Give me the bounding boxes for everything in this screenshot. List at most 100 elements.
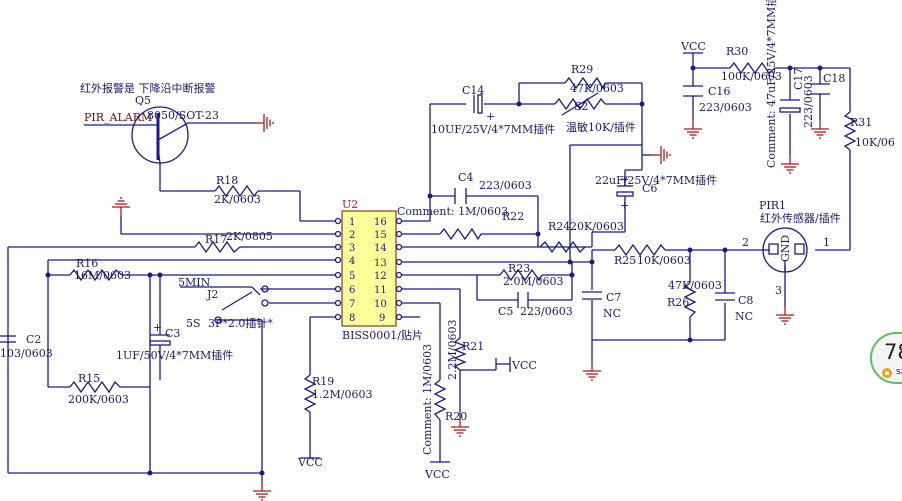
u2-pin-9: 9 xyxy=(379,313,385,324)
u2-right-pins: 16 15 14 13 12 11 10 9 xyxy=(374,217,403,324)
u2-pin-2: 2 xyxy=(349,230,355,241)
u2-pin-3: 3 xyxy=(349,243,355,254)
r20-body xyxy=(433,379,447,421)
c16-value: 223/0603 xyxy=(699,101,752,114)
r30-body xyxy=(729,61,776,75)
c17-ref: C17 xyxy=(792,68,805,90)
pir1-pin1: 1 xyxy=(823,236,830,249)
c6-plus-top: + xyxy=(620,173,629,186)
c5-ref: C5 xyxy=(498,305,513,318)
c18-value: 223/0603 xyxy=(802,75,815,128)
q5-transistor: 红外报警是 下降沿中断报警 PIR_ALARM Q5 8050/SOT-23 xyxy=(80,81,219,164)
r16-ref: R16 xyxy=(76,257,98,270)
c4-value: 223/0603 xyxy=(479,179,532,192)
wires xyxy=(7,53,851,482)
q5-value: 8050/SOT-23 xyxy=(147,109,219,122)
u2-pin-1: 1 xyxy=(349,217,355,228)
badge-value: 78 xyxy=(884,340,902,364)
r18-value: 2K/0603 xyxy=(214,193,261,206)
j2-value: 3P*2.0插针* xyxy=(208,316,273,330)
u2-value: BISS0001/贴片 xyxy=(342,328,423,342)
r18-body xyxy=(214,184,259,198)
r16-body xyxy=(69,268,123,282)
c4-ref: C4 xyxy=(458,171,473,184)
j2-label-5s: 5S xyxy=(186,317,201,330)
r20-comment: Comment: 1M/0603 xyxy=(421,344,434,455)
pir1-sensor: PIR1 红外传感器/插件 2 1 3 GND xyxy=(742,199,841,297)
pir1-gnd: GND xyxy=(779,235,792,262)
u2-pin-6: 6 xyxy=(349,285,355,296)
capacitors: C2 103/0603 + C3 1UF/50V/4*7MM插件 C4 223/… xyxy=(0,0,845,362)
r25-body xyxy=(614,243,666,257)
c7-value: NC xyxy=(603,307,621,320)
badge-sub: sz xyxy=(896,367,902,377)
pir1-ref: PIR1 xyxy=(759,199,786,212)
u2-pin-5: 5 xyxy=(349,271,355,282)
u2-chip: U2 BISS0001/贴片 1 2 3 4 5 6 7 8 xyxy=(334,198,423,342)
j2-ref: J2 xyxy=(206,288,218,301)
c14-plus: + xyxy=(486,110,495,123)
c16-ref: C16 xyxy=(708,85,730,98)
u2-pin-10: 10 xyxy=(374,299,387,310)
vcc-r21: VCC xyxy=(511,359,537,372)
q5-ref: Q5 xyxy=(135,94,151,107)
r17-value: 2K/0805 xyxy=(226,230,273,243)
r31-value: 10K/06 xyxy=(855,136,895,149)
r26-value: 47K/0603 xyxy=(668,279,722,292)
r16-value: 16M/0603 xyxy=(74,269,131,282)
r24-ref: R24 xyxy=(548,220,570,233)
r23-ref: R23 xyxy=(508,262,530,275)
c8-ref: C8 xyxy=(738,294,753,307)
r17-body xyxy=(194,240,241,254)
r21-ref: R21 xyxy=(462,340,484,353)
r26-ref: R26 xyxy=(667,296,689,309)
c6-ref: C6 xyxy=(642,182,657,195)
r18-ref: R18 xyxy=(216,174,238,187)
r22-comment: Comment: 1M/0603 xyxy=(397,205,508,218)
c14-ref: C14 xyxy=(462,84,484,97)
u2-pin-14: 14 xyxy=(374,243,387,254)
junction-dots xyxy=(45,65,823,476)
r29-ref: R29 xyxy=(571,63,593,76)
s2-value: 温敏10K/插件 xyxy=(566,120,636,134)
r17-ref: R17 xyxy=(205,233,227,246)
r15-value: 200K/0603 xyxy=(68,393,129,406)
r24-body xyxy=(539,240,586,254)
r21-value: 2.2M/0603 xyxy=(446,320,459,380)
c2-value: 103/0603 xyxy=(0,347,53,360)
r30-value: 100K/0603 xyxy=(721,70,782,83)
r23-body xyxy=(499,268,543,282)
j2-jumper: 5MIN J2 5S 3P*2.0插针* xyxy=(178,276,273,330)
r30-ref: R30 xyxy=(726,45,748,58)
c6-plus-bottom: + xyxy=(620,199,629,212)
c18-ref: C18 xyxy=(823,72,845,85)
s2-thermistor: S2 温敏10K/插件 xyxy=(554,92,636,134)
r22-body xyxy=(439,227,482,241)
c17-comment: Comment: 47uF/25V/4*7MM插件 xyxy=(764,0,778,168)
r19-body xyxy=(303,374,317,413)
vcc-r19: VCC xyxy=(297,456,323,469)
r19-ref: R19 xyxy=(312,375,334,388)
u2-pin-4: 4 xyxy=(349,256,355,267)
pir1-value: 红外传感器/插件 xyxy=(760,211,841,225)
vcc-r20: VCC xyxy=(424,468,450,481)
r29-body xyxy=(564,76,606,90)
u2-pin-13: 13 xyxy=(374,258,387,269)
r26-body xyxy=(683,282,697,318)
r22-ref: R22 xyxy=(502,210,524,223)
c3-plus: + xyxy=(153,321,162,334)
pir1-pin2: 2 xyxy=(742,236,749,249)
c2-ref: C2 xyxy=(26,333,41,346)
u2-pin-8: 8 xyxy=(349,313,355,324)
header-note: 红外报警是 下降沿中断报警 xyxy=(80,81,216,95)
pir1-pin3: 3 xyxy=(775,284,782,297)
s2-ref: S2 xyxy=(574,100,589,113)
r19-value: 1.2M/0603 xyxy=(312,388,372,401)
u2-pin-11: 11 xyxy=(374,285,387,296)
r25-ref: R25 xyxy=(614,254,636,267)
r31-body xyxy=(843,111,857,151)
r15-body xyxy=(69,380,121,394)
vcc-top: VCC xyxy=(680,40,706,53)
c6-value: 22uF/25V/4*7MM插件 xyxy=(595,173,717,187)
